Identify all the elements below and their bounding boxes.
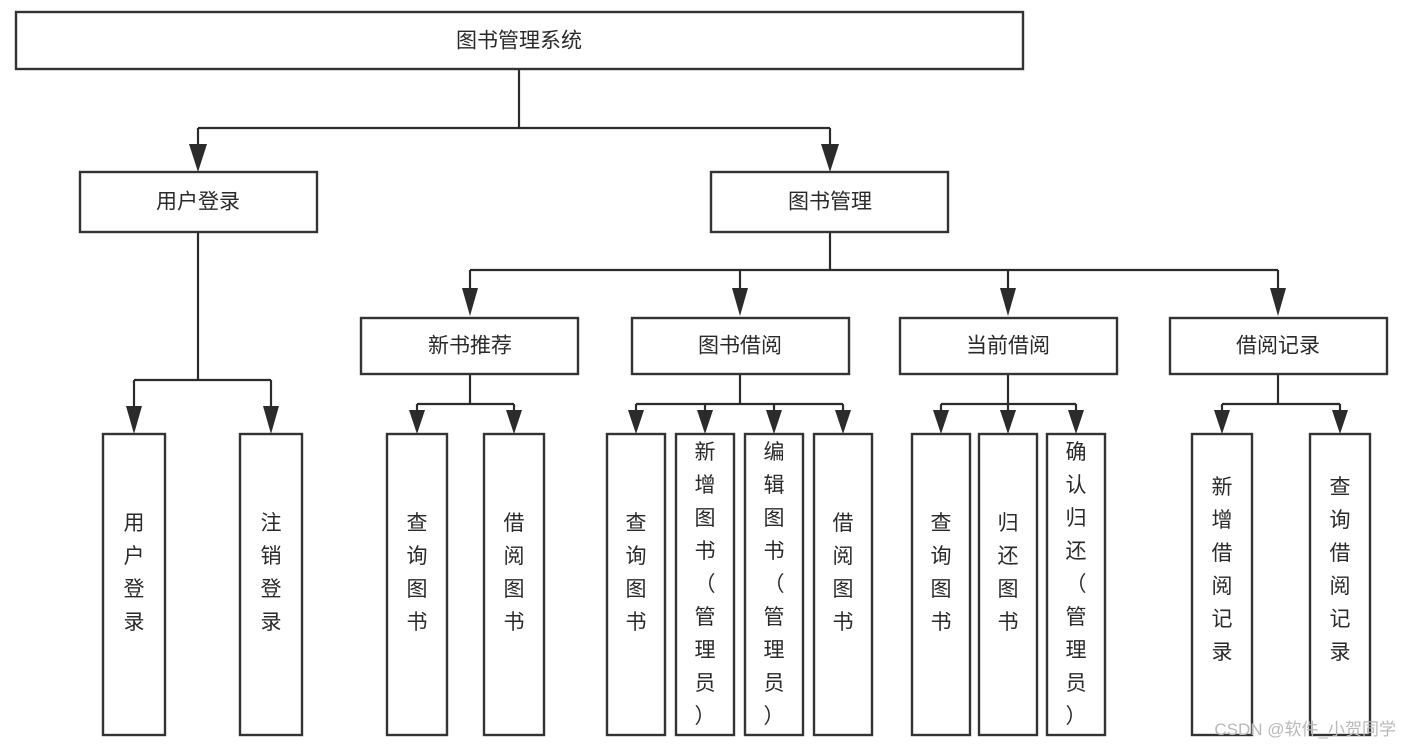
arrowhead-bb-edit-book xyxy=(766,410,782,434)
arrowhead-cb-confirm-return xyxy=(1068,410,1084,434)
node-user-login-leaf[interactable]: 用户登录 xyxy=(101,432,167,737)
node-borrow-record[interactable]: 借阅记录 xyxy=(1168,316,1389,376)
arrowhead-user-login xyxy=(189,144,207,172)
node-br-query-record-box[interactable] xyxy=(1308,432,1372,737)
node-cb-confirm-return-label: 确认归还（管理员） xyxy=(1066,441,1087,728)
node-root[interactable]: 图书管理系统 xyxy=(14,10,1025,71)
node-cb-confirm-return[interactable]: 确认归还（管理员） xyxy=(1045,432,1107,737)
node-bb-borrow-book-box[interactable] xyxy=(812,432,874,737)
arrowhead-current-borrow xyxy=(1000,288,1016,316)
node-bb-borrow-book[interactable]: 借阅图书 xyxy=(812,432,874,737)
node-user-logout-leaf-label: 注销登录 xyxy=(261,512,282,634)
node-br-add-record[interactable]: 新增借阅记录 xyxy=(1190,432,1254,737)
arrowhead-book-borrow xyxy=(732,288,748,316)
node-new-book-recommend-box[interactable] xyxy=(359,316,580,376)
node-book-management-label: 图书管理 xyxy=(788,191,872,214)
node-book-management-box[interactable] xyxy=(709,170,950,234)
node-user-login-leaf-box[interactable] xyxy=(101,432,167,737)
arrowhead-nbr-borrow-book xyxy=(506,410,522,434)
node-bb-add-book[interactable]: 新增图书（管理员） xyxy=(674,432,736,737)
node-current-borrow-box[interactable] xyxy=(898,316,1119,376)
arrowhead-bb-borrow-book xyxy=(835,410,851,434)
node-cb-query-book[interactable]: 查询图书 xyxy=(910,432,972,737)
node-book-borrow-label: 图书借阅 xyxy=(698,335,782,358)
node-br-query-record[interactable]: 查询借阅记录 xyxy=(1308,432,1372,737)
node-nbr-borrow-book-label: 借阅图书 xyxy=(504,512,525,634)
node-bb-add-book-box[interactable] xyxy=(674,432,736,737)
node-br-add-record-label: 新增借阅记录 xyxy=(1212,476,1233,664)
connector-layer xyxy=(126,69,1348,434)
node-user-logout-leaf-box[interactable] xyxy=(238,432,304,737)
node-root-box[interactable] xyxy=(14,10,1025,71)
node-bb-edit-book-box[interactable] xyxy=(743,432,805,737)
csdn-watermark: CSDN @软件_小贺同学 xyxy=(1214,720,1396,739)
node-root-label: 图书管理系统 xyxy=(456,30,582,53)
node-book-borrow-box[interactable] xyxy=(630,316,851,376)
node-cb-return-book-label: 归还图书 xyxy=(998,512,1019,634)
arrowhead-br-query-record xyxy=(1332,410,1348,434)
node-bb-edit-book[interactable]: 编辑图书（管理员） xyxy=(743,432,805,737)
node-book-management[interactable]: 图书管理 xyxy=(709,170,950,234)
node-new-book-recommend-label: 新书推荐 xyxy=(428,335,512,358)
arrowhead-book-management xyxy=(821,144,839,172)
arrowhead-borrow-record xyxy=(1270,288,1286,316)
node-nbr-borrow-book-box[interactable] xyxy=(482,432,546,737)
node-user-login-label: 用户登录 xyxy=(156,191,240,214)
node-user-login[interactable]: 用户登录 xyxy=(78,170,319,234)
arrowhead-nbr-query-book xyxy=(409,410,425,434)
node-bb-query-book-box[interactable] xyxy=(605,432,667,737)
node-cb-return-book-box[interactable] xyxy=(977,432,1039,737)
node-nbr-query-book[interactable]: 查询图书 xyxy=(385,432,449,737)
node-current-borrow[interactable]: 当前借阅 xyxy=(898,316,1119,376)
node-bb-query-book-label: 查询图书 xyxy=(626,512,647,634)
node-cb-confirm-return-box[interactable] xyxy=(1045,432,1107,737)
arrowhead-user-login-leaf xyxy=(126,406,142,434)
node-cb-query-book-box[interactable] xyxy=(910,432,972,737)
node-bb-query-book[interactable]: 查询图书 xyxy=(605,432,667,737)
node-nbr-query-book-box[interactable] xyxy=(385,432,449,737)
node-cb-return-book[interactable]: 归还图书 xyxy=(977,432,1039,737)
node-bb-add-book-label: 新增图书（管理员） xyxy=(695,441,716,728)
node-cb-query-book-label: 查询图书 xyxy=(931,512,952,634)
node-br-query-record-label: 查询借阅记录 xyxy=(1330,476,1351,664)
node-user-login-leaf-label: 用户登录 xyxy=(124,512,145,634)
node-new-book-recommend[interactable]: 新书推荐 xyxy=(359,316,580,376)
node-user-logout-leaf[interactable]: 注销登录 xyxy=(238,432,304,737)
node-borrow-record-box[interactable] xyxy=(1168,316,1389,376)
node-nbr-borrow-book[interactable]: 借阅图书 xyxy=(482,432,546,737)
node-bb-borrow-book-label: 借阅图书 xyxy=(833,512,854,634)
node-current-borrow-label: 当前借阅 xyxy=(966,335,1050,358)
arrowhead-user-logout-leaf xyxy=(263,406,279,434)
arrowhead-cb-return-book xyxy=(1000,410,1016,434)
node-bb-edit-book-label: 编辑图书（管理员） xyxy=(764,441,785,728)
arrowhead-new-book-recommend xyxy=(462,288,478,316)
node-br-add-record-box[interactable] xyxy=(1190,432,1254,737)
node-nbr-query-book-label: 查询图书 xyxy=(407,512,428,634)
node-user-login-box[interactable] xyxy=(78,170,319,234)
node-borrow-record-label: 借阅记录 xyxy=(1236,335,1320,358)
node-book-borrow[interactable]: 图书借阅 xyxy=(630,316,851,376)
arrowhead-br-add-record xyxy=(1214,410,1230,434)
arrowhead-bb-add-book xyxy=(697,410,713,434)
arrowhead-cb-query-book xyxy=(933,410,949,434)
arrowhead-bb-query-book xyxy=(628,410,644,434)
